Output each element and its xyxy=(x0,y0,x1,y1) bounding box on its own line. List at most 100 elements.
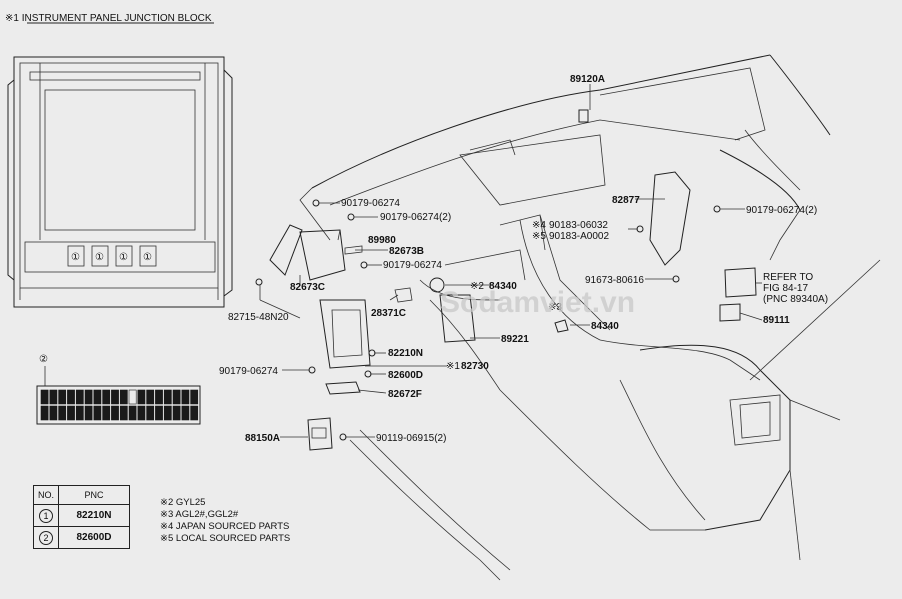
fuse-slot xyxy=(102,405,111,421)
fuse-slot xyxy=(172,405,181,421)
part-label-90183-A0002: 90183-A0002 xyxy=(549,231,609,242)
component-82877 xyxy=(649,171,691,266)
fuse-slot xyxy=(49,389,58,405)
part-labels: 89120A 90179-06274 90179-06274(2) 89980 … xyxy=(219,74,828,444)
component-84340-b xyxy=(554,319,569,333)
part-label-82730-mark: ※1 xyxy=(446,361,460,372)
fuse-slot xyxy=(119,405,128,421)
component-89111 xyxy=(719,303,741,322)
component-88150A xyxy=(307,417,333,451)
refer-note-line-2: FIG 84-17 xyxy=(763,283,808,294)
fuse-slot xyxy=(84,405,93,421)
pnc-header-pnc: PNC xyxy=(58,485,131,505)
fuse-slot xyxy=(190,405,199,421)
fuse-slot xyxy=(67,405,75,421)
part-label-91673-80616: 91673-80616 xyxy=(585,275,644,286)
part-label-82877: 82877 xyxy=(612,195,640,206)
component-sketches xyxy=(255,109,757,451)
jb-callout-3: ① xyxy=(119,252,128,263)
fuse-slot xyxy=(75,389,84,405)
part-label-90183-A0002-mark: ※5 xyxy=(532,231,546,242)
fuse-callout: ② xyxy=(39,354,48,365)
component-84340-a xyxy=(429,277,445,293)
part-label-89980: 89980 xyxy=(368,235,396,246)
table-row: 2 82600D xyxy=(32,526,131,549)
footnotes: ※2 GYL25 ※3 AGL2#,GGL2# ※4 JAPAN SOURCED… xyxy=(160,497,290,545)
part-label-82673C: 82673C xyxy=(290,282,325,293)
pnc-header-no: NO. xyxy=(32,485,60,505)
fuse-slot xyxy=(137,405,146,421)
part-label-89221: 89221 xyxy=(501,334,529,345)
fuse-slot xyxy=(155,389,163,405)
part-label-90183-06032-mark: ※4 xyxy=(532,220,546,231)
fuse-cells xyxy=(40,389,199,421)
part-label-90179-06274-top: 90179-06274 xyxy=(341,198,400,209)
fuse-slot xyxy=(58,389,67,405)
jb-callout-4: ① xyxy=(143,252,152,263)
fuse-slot xyxy=(119,389,128,405)
fuse-slot xyxy=(146,389,155,405)
fuse-slot xyxy=(111,389,119,405)
component-82673C xyxy=(299,229,346,281)
part-label-84340-b: 84340 xyxy=(591,321,619,332)
fuse-slot xyxy=(163,389,172,405)
footnote: ※4 JAPAN SOURCED PARTS xyxy=(160,521,290,532)
table-row: 1 82210N xyxy=(32,504,131,527)
fuse-slot xyxy=(146,405,155,421)
part-label-82672F: 82672F xyxy=(388,389,422,400)
component-89120A xyxy=(578,109,589,123)
fuse-slot xyxy=(67,389,75,405)
part-label-84340-a: 84340 xyxy=(489,281,517,292)
junction-block-inset: ① ① ① ① xyxy=(7,56,233,308)
refer-note-line-1: REFER TO xyxy=(763,272,813,283)
fuse-slot xyxy=(155,405,163,421)
part-label-90183-06032: 90183-06032 xyxy=(549,220,608,231)
refer-note-line-3: (PNC 89340A) xyxy=(763,294,828,305)
component-89340A xyxy=(724,267,757,298)
footnote: ※5 LOCAL SOURCED PARTS xyxy=(160,533,291,544)
pnc-table-header: NO. PNC xyxy=(32,485,131,505)
pnc-row-value: 82210N xyxy=(58,504,131,527)
component-82730 xyxy=(319,299,371,369)
part-label-90179-06274-left: 90179-06274 xyxy=(219,366,278,377)
header-note: ※1 INSTRUMENT PANEL JUNCTION BLOCK xyxy=(5,13,212,24)
fuse-slot xyxy=(58,405,67,421)
dashboard-outline xyxy=(299,54,881,581)
fuse-slot xyxy=(84,389,93,405)
jb-callout-2: ① xyxy=(95,252,104,263)
part-label-84340-a-mark: ※2 xyxy=(470,281,484,292)
fuse-slot xyxy=(75,405,84,421)
pnc-row-no: 2 xyxy=(39,530,53,545)
fuse-slot xyxy=(163,405,172,421)
pnc-row-no: 1 xyxy=(39,508,53,523)
fuse-slot xyxy=(128,389,137,405)
footnote: ※2 GYL25 xyxy=(160,497,206,508)
fuse-block-inset: ② xyxy=(36,354,201,425)
part-label-82210N: 82210N xyxy=(388,348,423,359)
part-label-84340-b-mark: ※3 xyxy=(548,302,562,313)
pnc-table: NO. PNC 1 82210N 2 82600D xyxy=(32,485,131,549)
pnc-row-value: 82600D xyxy=(58,526,131,549)
fuse-slot xyxy=(93,405,102,421)
footnote: ※3 AGL2#,GGL2# xyxy=(160,509,239,520)
part-label-82600D: 82600D xyxy=(388,370,423,381)
watermark: Sodamviet.vn xyxy=(440,286,635,319)
fuse-slot xyxy=(181,389,190,405)
part-label-90119-06915: 90119-06915(2) xyxy=(376,433,446,444)
fuse-slot xyxy=(172,389,181,405)
component-82672F xyxy=(325,381,361,395)
component-89221 xyxy=(439,294,476,343)
part-label-89120A: 89120A xyxy=(570,74,605,85)
fuse-slot xyxy=(137,389,146,405)
fuse-slot xyxy=(49,405,58,421)
component-82715 xyxy=(269,224,303,276)
part-label-89111: 89111 xyxy=(763,315,790,326)
part-label-82673B: 82673B xyxy=(389,246,424,257)
part-label-90179-06274-mid: 90179-06274 xyxy=(383,260,442,271)
leader-lines xyxy=(259,84,763,438)
fuse-slot xyxy=(93,389,102,405)
jb-callout-1: ① xyxy=(71,252,80,263)
fuse-slot xyxy=(190,389,199,405)
